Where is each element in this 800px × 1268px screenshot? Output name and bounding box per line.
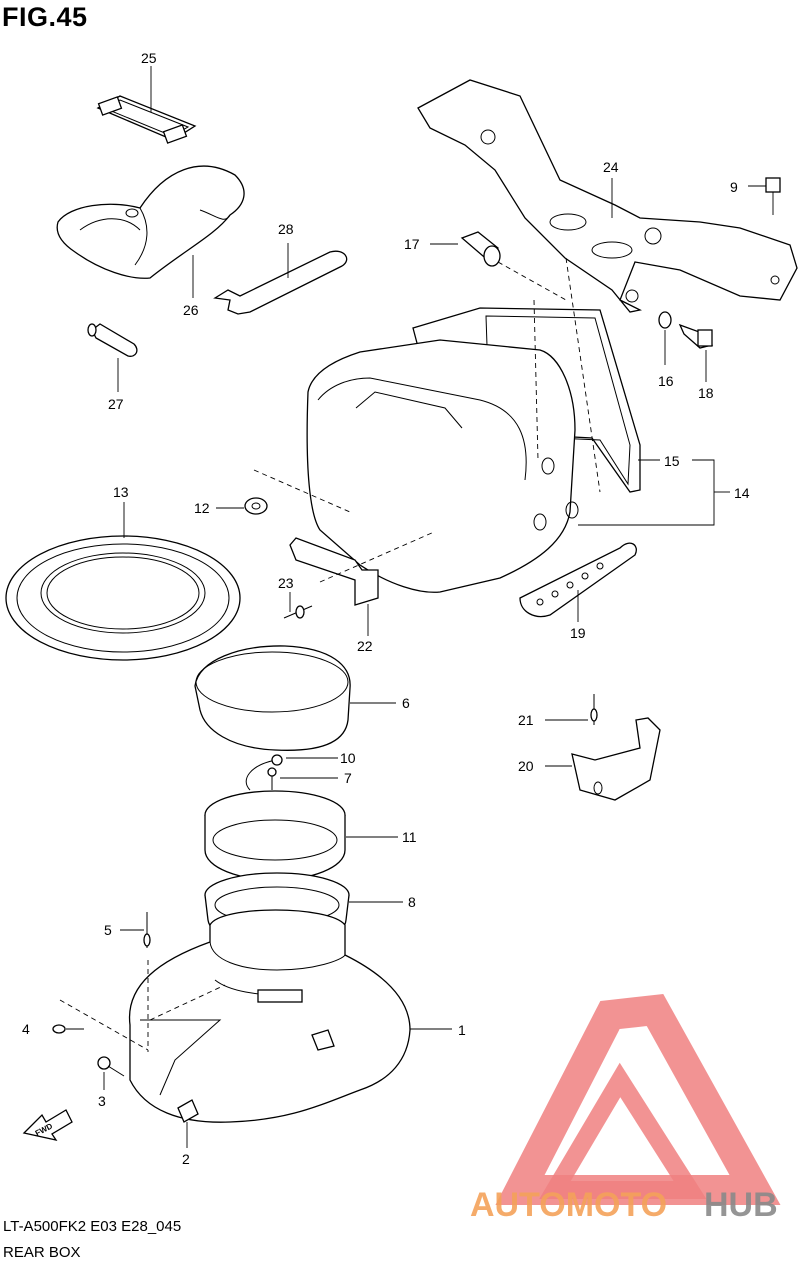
section-name: REAR BOX: [3, 1244, 81, 1261]
part-4-washer: [52, 1024, 66, 1034]
part-2-nut-plate: [177, 1099, 199, 1123]
callout-16: 16: [658, 373, 674, 389]
callout-20: 20: [518, 758, 534, 774]
callout-1: 1: [458, 1022, 466, 1038]
part-13-gasket: [5, 535, 241, 661]
part-3-screw: [97, 1056, 125, 1077]
part-25-strap: [96, 95, 197, 144]
part-11-ring: [204, 790, 346, 881]
part-16-washer: [658, 311, 672, 329]
callout-14: 14: [734, 485, 750, 501]
part-27-plug: [87, 323, 138, 357]
part-12-nut: [244, 497, 268, 515]
leader-lines: [66, 66, 766, 1148]
callout-17: 17: [404, 236, 420, 252]
watermark-logo: [495, 993, 781, 1205]
part-19-stay: [519, 542, 637, 618]
fwd-arrow-icon: [22, 1109, 73, 1141]
callout-11: 11: [402, 829, 417, 845]
part-17-collar: [460, 231, 501, 267]
part-10-strap: [245, 754, 283, 791]
part-7-screw: [267, 767, 277, 790]
part-22-bracket: [289, 537, 379, 606]
part-14-rear-box: [306, 339, 579, 593]
callout-27: 27: [108, 396, 124, 412]
figure-title: FIG.45: [2, 2, 88, 32]
callout-19: 19: [570, 625, 586, 641]
callout-7: 7: [344, 770, 352, 786]
callout-18: 18: [698, 385, 714, 401]
part-5-rivet: [143, 912, 151, 948]
callout-24: 24: [603, 159, 619, 175]
model-code: LT-A500FK2 E03 E28_045: [3, 1218, 182, 1235]
part-1-body: [128, 909, 411, 1123]
part-9-bolt: [765, 177, 781, 215]
part-18-bolt: [678, 323, 714, 349]
callout-13: 13: [113, 484, 129, 500]
callout-28: 28: [278, 221, 294, 237]
callout-21: 21: [518, 712, 534, 728]
callout-2: 2: [182, 1151, 190, 1167]
callout-9: 9: [730, 179, 738, 195]
callout-26: 26: [183, 302, 199, 318]
callout-23: 23: [278, 575, 294, 591]
part-6-cap: [194, 645, 351, 751]
callout-22: 22: [357, 638, 373, 654]
callout-25: 25: [141, 50, 157, 66]
watermark-text: AUTOMOTO HUB: [470, 1186, 778, 1224]
part-23-rivet: [283, 605, 313, 619]
part-26-tool-bag: [56, 165, 245, 279]
callout-15: 15: [664, 453, 680, 469]
part-21-rivet: [590, 694, 598, 725]
watermark-brand-right: HUB: [704, 1186, 778, 1224]
part-28-spanner: [213, 250, 348, 315]
callout-8: 8: [408, 894, 416, 910]
callout-3: 3: [98, 1093, 106, 1109]
callout-10: 10: [340, 750, 356, 766]
assembly-lines: [59, 257, 601, 1052]
callout-12: 12: [194, 500, 210, 516]
part-24-bracket: [417, 79, 798, 313]
callout-5: 5: [104, 922, 112, 938]
callout-6: 6: [402, 695, 410, 711]
callout-labels: 1 2 3 4 5 6 7 8 9 10 11 12 13 14 15 16 1…: [22, 50, 750, 1167]
part-20-bracket: [571, 717, 661, 801]
callout-4: 4: [22, 1021, 30, 1037]
watermark-brand-left: AUTOMOTO: [470, 1186, 667, 1224]
